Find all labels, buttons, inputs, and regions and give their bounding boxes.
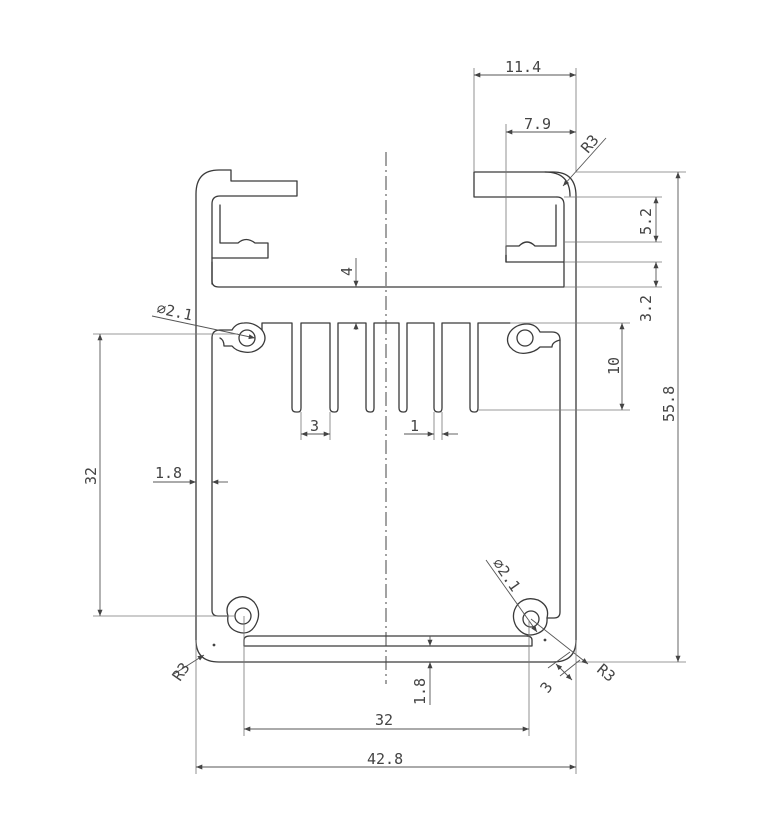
screw-boss-bottom-right (512, 598, 549, 636)
hole-bottom-left (234, 607, 252, 625)
inner-left-wall (211, 337, 229, 617)
dim-hole-spacing-vertical: 32 (82, 333, 238, 617)
dim-rail-gap: 3.2 (564, 261, 662, 322)
screw-boss-bottom-left (226, 596, 260, 634)
dim-radius-bottom-left: R3 (169, 654, 205, 684)
hole-top-left (238, 329, 256, 347)
dim-fin-root-depth: 4 (338, 258, 359, 330)
svg-text:4: 4 (338, 267, 356, 276)
dim-hole-spacing-horizontal: 32 (243, 616, 530, 736)
dim-overall-height: 55.8 (576, 171, 686, 663)
inner-bottom-wall (243, 635, 533, 647)
svg-text:7.9: 7.9 (524, 115, 551, 133)
svg-text:R3: R3 (169, 659, 194, 684)
dim-overall-width: 42.8 (195, 640, 577, 774)
svg-text:10: 10 (605, 357, 623, 375)
svg-text:55.8: 55.8 (660, 386, 678, 422)
dim-slot-width-right: 7.9 (505, 115, 576, 255)
svg-text:42.8: 42.8 (367, 750, 403, 768)
dim-fin-thickness: 1 (404, 412, 458, 440)
hole-bottom-right (522, 610, 540, 628)
svg-text:⌀2.1: ⌀2.1 (155, 299, 194, 324)
svg-text:3.2: 3.2 (637, 295, 655, 322)
dim-wall-thickness-bottom: 1.8 (411, 636, 433, 705)
dim-top-width-right: 11.4 (473, 58, 577, 172)
svg-text:R3: R3 (593, 660, 618, 685)
dim-wall-thickness-side: 1.8 (153, 464, 228, 485)
heatsink-fins (261, 322, 511, 413)
svg-text:11.4: 11.4 (505, 58, 541, 76)
svg-text:5.2: 5.2 (637, 208, 655, 235)
svg-text:32: 32 (82, 467, 100, 485)
svg-text:1.8: 1.8 (411, 678, 429, 705)
svg-text:3: 3 (537, 679, 557, 697)
screw-boss-top-left (211, 322, 266, 354)
svg-text:R3: R3 (577, 131, 602, 156)
dim-fin-depth: 10 (478, 322, 630, 411)
svg-text:32: 32 (375, 711, 393, 729)
top-right-slot (505, 196, 565, 263)
svg-text:⌀2.1: ⌀2.1 (489, 555, 524, 595)
dim-hole-diameter-top-left: ⌀2.1 (151, 299, 256, 340)
dim-hole-offset-bottom: 3 (537, 651, 581, 697)
dim-radius-bottom-right: R3 (530, 618, 619, 686)
inner-right-wall (546, 339, 561, 619)
top-left-slot (211, 180, 298, 259)
dim-fin-pitch: 3 (300, 412, 331, 440)
svg-text:3: 3 (310, 417, 319, 435)
hole-top-right (516, 329, 534, 347)
svg-text:1.8: 1.8 (155, 464, 182, 482)
profile-outline (195, 169, 577, 663)
dim-rail-height: 5.2 (564, 196, 662, 243)
svg-text:1: 1 (410, 417, 419, 435)
screw-boss-top-right (506, 323, 561, 355)
